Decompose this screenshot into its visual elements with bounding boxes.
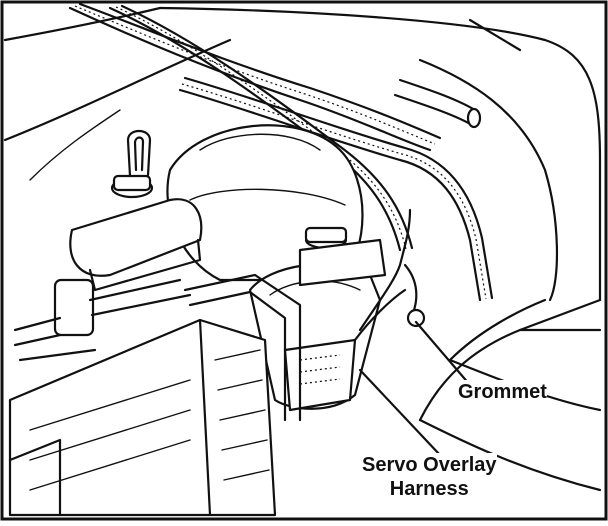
- grommet-leader: [414, 320, 472, 387]
- callout-leaders: [358, 320, 472, 457]
- servo-harness-cable: [358, 208, 426, 332]
- mounting-bracket: [183, 273, 302, 422]
- fender-panel: [158, 6, 602, 422]
- servo-leader: [358, 368, 442, 457]
- servo-label-line1: Servo Overlay: [362, 454, 497, 476]
- reservoir-cap: [298, 226, 387, 287]
- engine-block: [8, 318, 277, 517]
- vacuum-hose: [393, 78, 482, 129]
- grommet-shape: [406, 308, 426, 328]
- grommet-label: Grommet: [458, 380, 547, 404]
- servo-unit: [248, 263, 407, 412]
- servo-overlay-harness-label: Servo Overlay Harness: [362, 453, 497, 501]
- servo-label-line2: Harness: [389, 478, 469, 500]
- master-cylinder: [69, 129, 203, 292]
- brake-lines: [13, 278, 192, 362]
